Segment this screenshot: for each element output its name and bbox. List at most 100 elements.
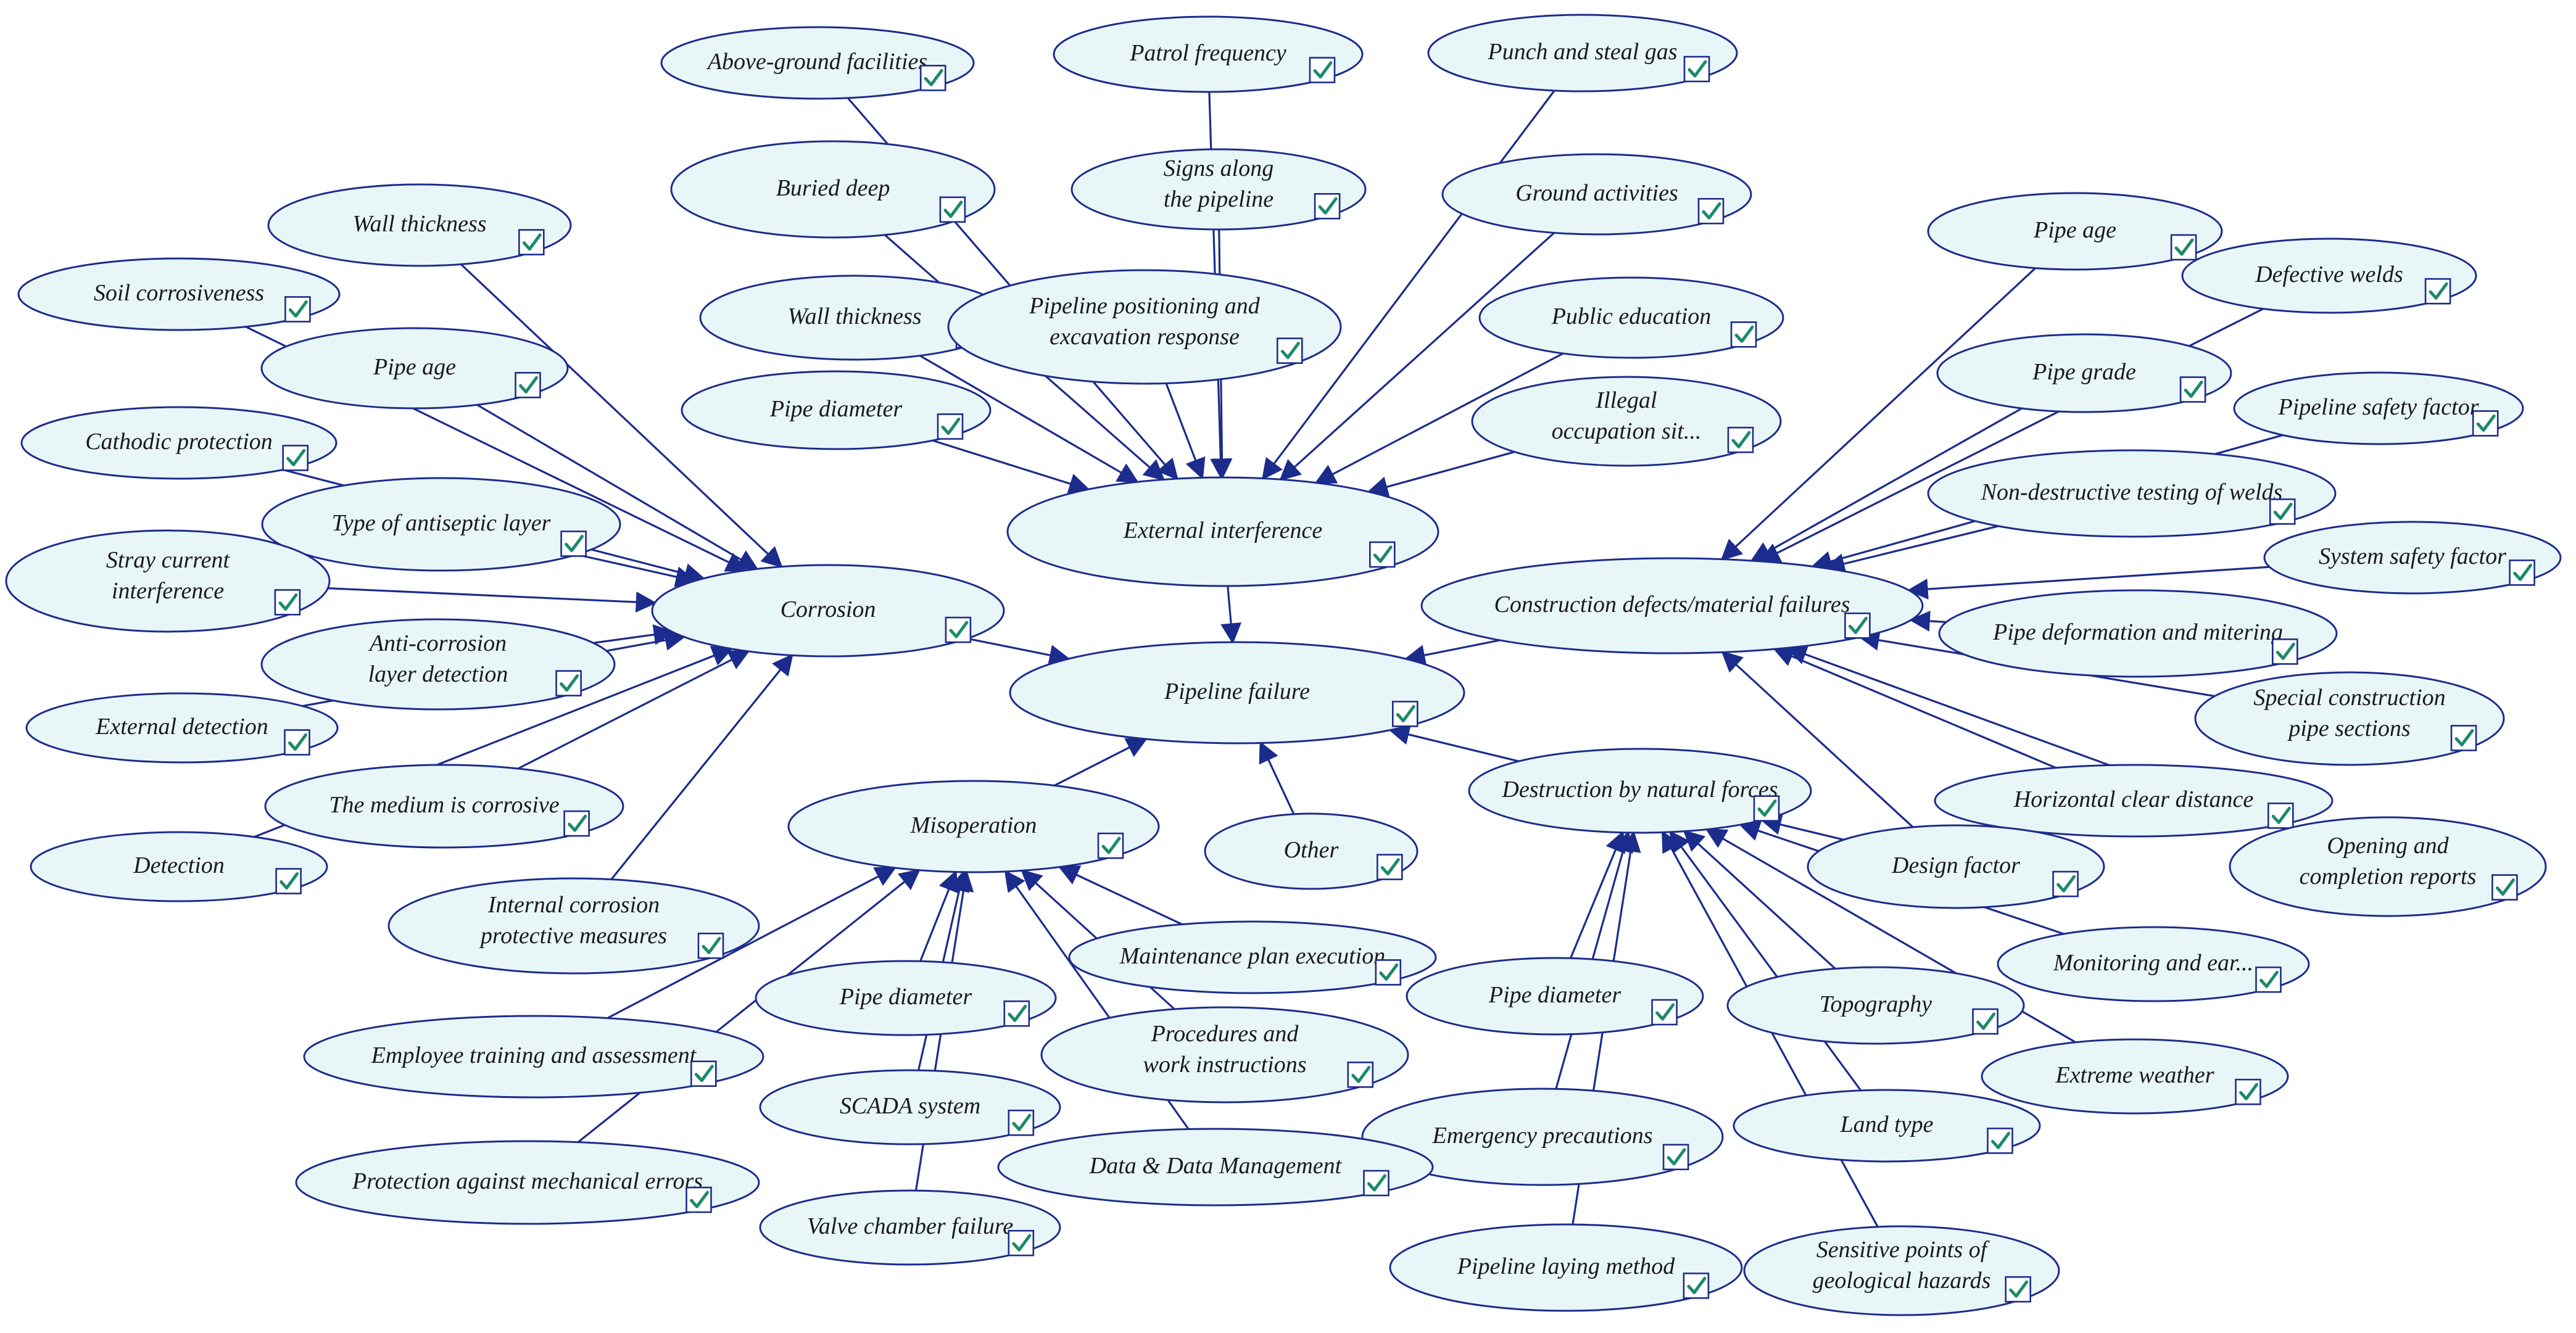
node-corrosion[interactable]: Corrosion: [651, 564, 1005, 658]
checkbox-checked-icon[interactable]: [2235, 1078, 2261, 1105]
node-m-employee[interactable]: Employee training and assessment: [303, 1015, 764, 1099]
node-ellipse[interactable]: [1420, 557, 1924, 654]
node-ellipse[interactable]: [1006, 476, 1439, 587]
node-ellipse[interactable]: [20, 406, 338, 480]
node-ellipse[interactable]: [2229, 816, 2547, 917]
node-ellipse[interactable]: [1406, 957, 1704, 1036]
node-ellipse[interactable]: [260, 618, 616, 711]
node-ellipse[interactable]: [30, 831, 328, 902]
checkbox-checked-icon[interactable]: [1377, 854, 1403, 880]
node-c-external-detection[interactable]: External detection: [25, 692, 339, 764]
checkbox-checked-icon[interactable]: [2255, 966, 2282, 993]
node-d-grade[interactable]: Pipe grade: [1936, 333, 2232, 413]
checkbox-checked-icon[interactable]: [563, 810, 590, 837]
checkbox-checked-icon[interactable]: [282, 445, 309, 471]
node-n-extreme[interactable]: Extreme weather: [1981, 1038, 2289, 1115]
checkbox-checked-icon[interactable]: [2509, 559, 2535, 586]
node-e-patrol[interactable]: Patrol frequency: [1053, 15, 1364, 93]
node-m-data[interactable]: Data & Data Management: [997, 1128, 1434, 1207]
node-ellipse[interactable]: [387, 877, 760, 975]
checkbox-checked-icon[interactable]: [1987, 1128, 2013, 1154]
node-ellipse[interactable]: [1441, 153, 1752, 236]
node-e-ground[interactable]: Ground activities: [1441, 153, 1752, 236]
node-e-pipe-diameter[interactable]: Pipe diameter: [681, 370, 992, 450]
checkbox-checked-icon[interactable]: [1309, 57, 1336, 83]
node-c-detection[interactable]: Detection: [30, 831, 328, 902]
checkbox-checked-icon[interactable]: [1844, 612, 1871, 639]
checkbox-checked-icon[interactable]: [1662, 1144, 1689, 1171]
node-ellipse[interactable]: [267, 183, 572, 267]
node-ellipse[interactable]: [260, 327, 569, 410]
checkbox-checked-icon[interactable]: [2170, 234, 2197, 261]
node-ellipse[interactable]: [2263, 521, 2562, 595]
checkbox-checked-icon[interactable]: [690, 1060, 717, 1087]
node-c-cathodic[interactable]: Cathodic protection: [20, 406, 338, 480]
checkbox-checked-icon[interactable]: [2269, 498, 2296, 525]
node-m-maintenance[interactable]: Maintenance plan execution: [1068, 920, 1437, 994]
node-ellipse[interactable]: [759, 1189, 1061, 1266]
node-n-topography[interactable]: Topography: [1726, 966, 2025, 1045]
checkbox-checked-icon[interactable]: [697, 933, 724, 959]
node-m-protection[interactable]: Protection against mechanical errors: [295, 1140, 760, 1225]
checkbox-checked-icon[interactable]: [1375, 959, 1402, 986]
node-ellipse[interactable]: [1468, 748, 1812, 834]
node-m-pipe-diameter[interactable]: Pipe diameter: [755, 960, 1057, 1036]
node-e-punch[interactable]: Punch and steal gas: [1427, 14, 1738, 93]
checkbox-checked-icon[interactable]: [939, 196, 966, 223]
checkbox-checked-icon[interactable]: [1683, 1273, 1710, 1299]
checkbox-checked-icon[interactable]: [1363, 1170, 1389, 1197]
checkbox-checked-icon[interactable]: [515, 371, 541, 398]
checkbox-checked-icon[interactable]: [2267, 803, 2294, 829]
node-ellipse[interactable]: [1743, 1225, 2060, 1316]
checkbox-checked-icon[interactable]: [1697, 197, 1725, 225]
node-ellipse[interactable]: [1361, 1087, 1724, 1186]
node-ellipse[interactable]: [1927, 192, 2223, 271]
node-ellipse[interactable]: [1934, 764, 2334, 838]
node-ellipse[interactable]: [5, 529, 331, 633]
node-e-above-ground[interactable]: Above-ground facilities: [660, 26, 975, 100]
checkbox-checked-icon[interactable]: [1683, 56, 1710, 83]
checkbox-checked-icon[interactable]: [2472, 410, 2499, 437]
checkbox-checked-icon[interactable]: [2179, 376, 2206, 403]
node-ellipse[interactable]: [947, 269, 1342, 385]
node-ellipse[interactable]: [1009, 641, 1465, 745]
node-ellipse[interactable]: [1427, 14, 1738, 93]
checkbox-checked-icon[interactable]: [1972, 1008, 1998, 1035]
node-d-deformation[interactable]: Pipe deformation and mitering: [1938, 589, 2338, 678]
node-ellipse[interactable]: [1936, 333, 2232, 413]
node-other[interactable]: Other: [1204, 812, 1418, 890]
node-d-design[interactable]: Design factor: [1807, 824, 2105, 909]
node-ellipse[interactable]: [1997, 926, 2310, 1002]
checkbox-checked-icon[interactable]: [1753, 795, 1780, 822]
node-ellipse[interactable]: [1053, 15, 1364, 93]
checkbox-checked-icon[interactable]: [2491, 874, 2518, 901]
checkbox-checked-icon[interactable]: [1392, 701, 1418, 727]
checkbox-checked-icon[interactable]: [2272, 638, 2298, 665]
node-n-land[interactable]: Land type: [1733, 1089, 2041, 1163]
checkbox-checked-icon[interactable]: [560, 530, 587, 557]
checkbox-checked-icon[interactable]: [284, 729, 310, 756]
node-ellipse[interactable]: [25, 692, 339, 764]
checkbox-checked-icon[interactable]: [1347, 1062, 1374, 1088]
checkbox-checked-icon[interactable]: [685, 1186, 712, 1213]
node-pipeline-failure[interactable]: Pipeline failure: [1009, 641, 1465, 745]
node-ellipse[interactable]: [1478, 276, 1784, 359]
node-ellipse[interactable]: [670, 140, 996, 239]
node-c-wall-thickness[interactable]: Wall thickness: [267, 183, 572, 267]
node-m-valve[interactable]: Valve chamber failure: [759, 1189, 1061, 1266]
node-ellipse[interactable]: [1471, 376, 1782, 467]
checkbox-checked-icon[interactable]: [937, 413, 964, 440]
node-ellipse[interactable]: [2233, 371, 2524, 445]
node-external-interference[interactable]: External interference: [1006, 476, 1439, 587]
node-ellipse[interactable]: [1204, 812, 1418, 890]
checkbox-checked-icon[interactable]: [1277, 337, 1303, 364]
node-d-system-safety[interactable]: System safety factor: [2263, 521, 2562, 595]
node-ellipse[interactable]: [2194, 671, 2505, 766]
node-ellipse[interactable]: [295, 1140, 760, 1225]
node-destruction-natural[interactable]: Destruction by natural forces: [1468, 748, 1812, 834]
node-construction-defects[interactable]: Construction defects/material failures: [1420, 557, 1924, 654]
